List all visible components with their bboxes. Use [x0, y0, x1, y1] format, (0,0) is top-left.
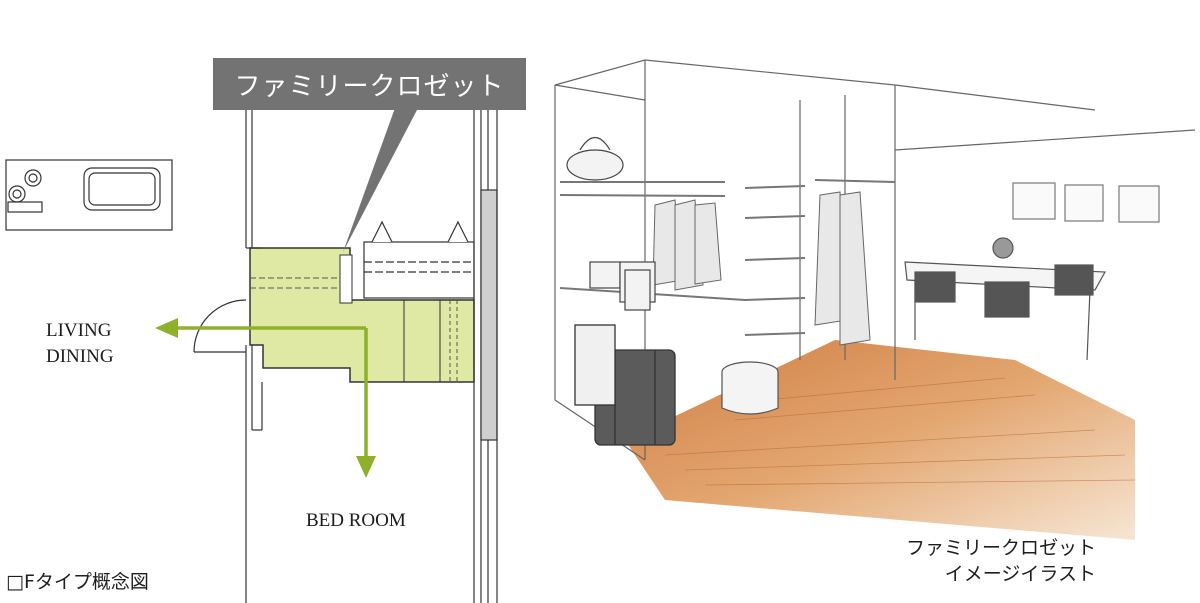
shelves [559, 179, 896, 336]
living-label: LIVING [46, 320, 112, 341]
closet-illustration [554, 59, 1196, 540]
illustration-caption: ファミリークロゼット イメージイラスト [906, 535, 1096, 587]
dining-set [904, 237, 1106, 361]
floor-plan [5, 108, 498, 603]
floor-boards [664, 377, 1136, 486]
hanging-clothes [652, 191, 871, 346]
bags [566, 136, 656, 311]
wood-floor [625, 340, 1135, 540]
bedroom-label: BED ROOM [306, 510, 406, 531]
arrow-down-icon [356, 456, 376, 478]
closet-callout: ファミリークロゼット [213, 58, 526, 110]
circulation-arrows [170, 326, 368, 465]
door-swing [193, 299, 247, 353]
illustration-caption-line2: イメージイラスト [944, 563, 1096, 585]
shelf-unit [363, 220, 475, 299]
kitchen-counter [5, 159, 173, 231]
closet-area [249, 247, 475, 383]
ottoman [721, 361, 779, 415]
wall-frames [1012, 182, 1160, 223]
living-dining-label: LIVING DINING [46, 318, 114, 370]
suitcase [574, 324, 676, 446]
walls [245, 110, 498, 603]
arrow-left-icon [155, 318, 178, 338]
type-caption: □Fタイプ概念図 [6, 571, 149, 593]
illustration-caption-line1: ファミリークロゼット [905, 537, 1096, 559]
callout-pointer [343, 108, 418, 252]
dining-label: DINING [46, 346, 114, 367]
